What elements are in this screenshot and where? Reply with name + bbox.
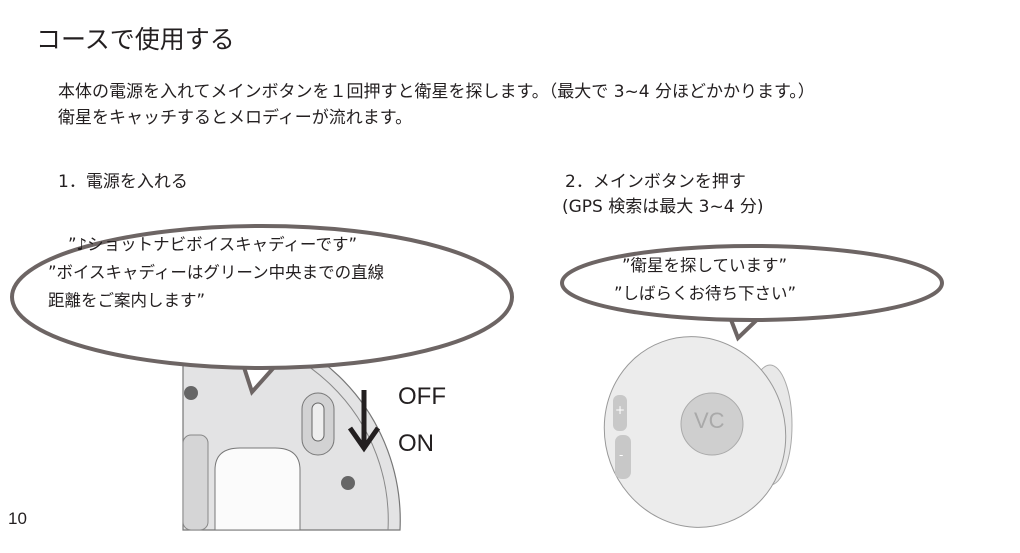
device-front-illustration [603,336,793,528]
device-back-illustration [182,319,401,531]
step2-bubble-line-1: ”衛星を探しています” [622,256,788,275]
device-logo: VC [694,408,725,433]
page-number: 10 [8,509,27,528]
plus-button: + [615,403,626,417]
step2-bubble-line-2: ”しばらくお待ち下さい” [614,284,797,303]
step1-bubble-line-1: ”♪ショットナビボイスキャディーです” [68,235,357,254]
switch-on-label: ON [398,430,434,457]
step1-bubble-line-3: 距離をご案内します” [48,291,206,310]
speech-bubbles [10,224,944,396]
down-arrow-icon [347,390,381,453]
page-title: コースで使用する [36,25,235,54]
step1-bubble-line-2: ”ボイスキャディーはグリーン中央までの直線 [48,263,385,282]
minus-button: - [619,448,624,462]
intro-line-1: 本体の電源を入れてメインボタンを１回押すと衛星を探します。（最大で 3~4 分ほ… [58,82,815,102]
switch-off-label: OFF [398,383,446,410]
step2-label: 2．メインボタンを押す [565,172,746,192]
step1-label: 1．電源を入れる [58,172,188,192]
step2-note: (GPS 検索は最大 3~4 分) [562,197,764,217]
intro-line-2: 衛星をキャッチするとメロディーが流れます。 [58,108,413,128]
illustrations [10,224,944,531]
